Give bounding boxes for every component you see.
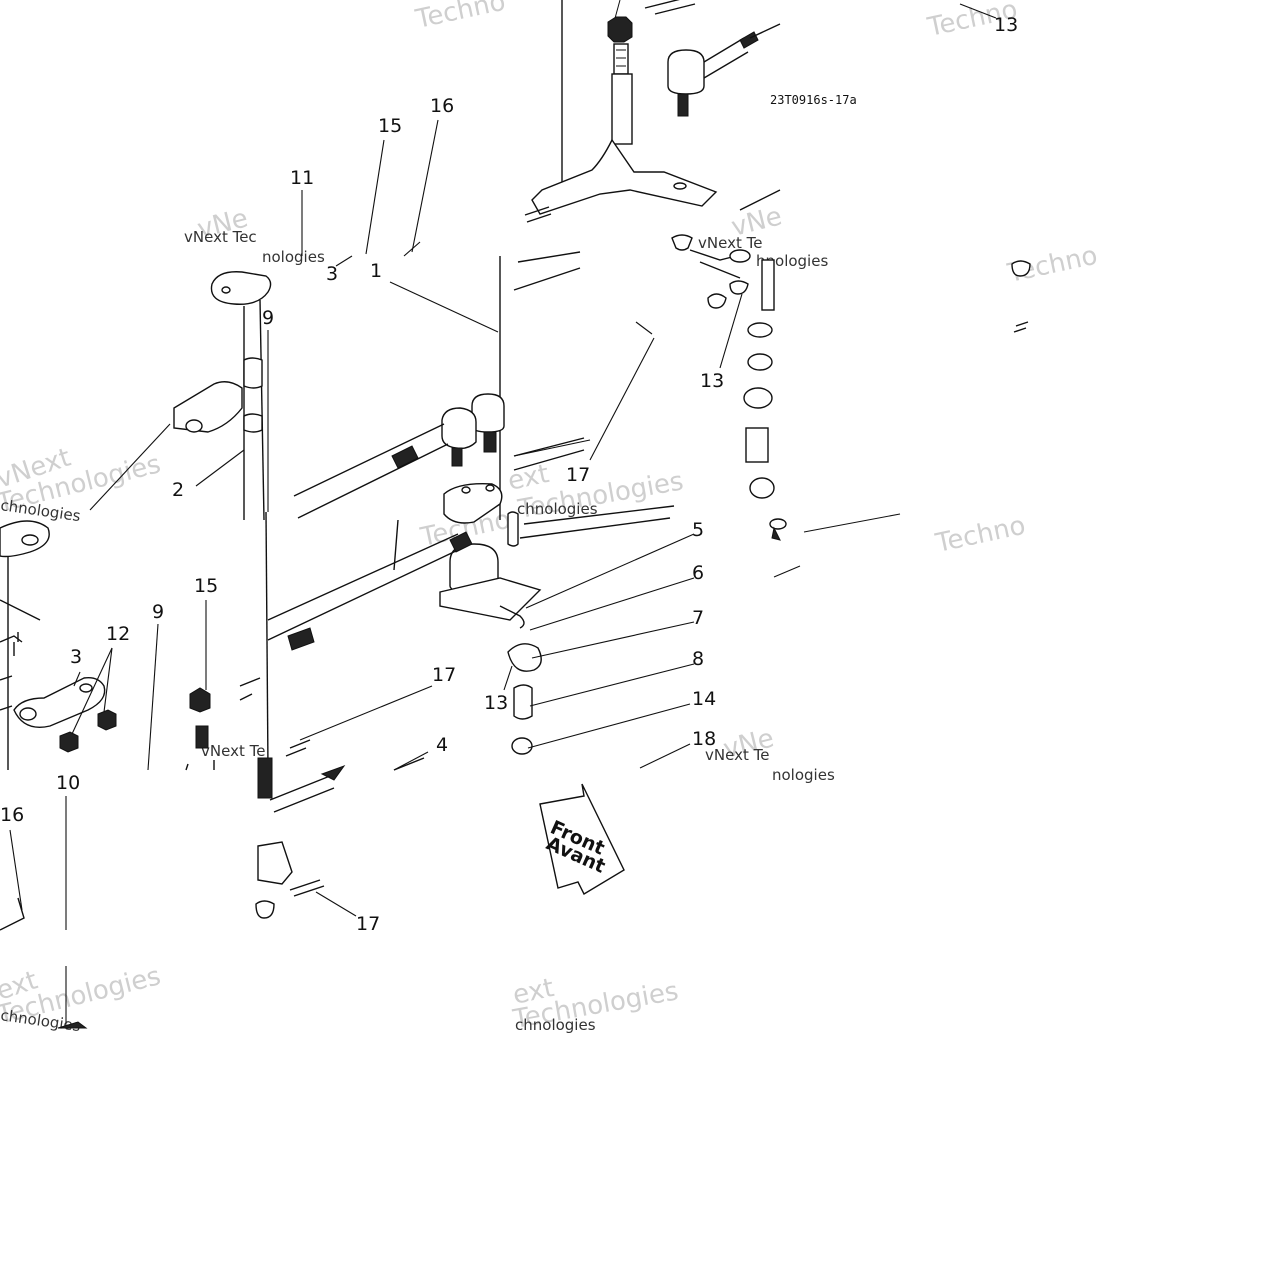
clamp-lower-left <box>0 676 346 931</box>
watermark-small: nologies <box>262 248 325 266</box>
callout-13-lower: 13 <box>484 692 508 714</box>
callout-11: 11 <box>290 167 314 189</box>
drawing-code: 23T0916s-17a <box>770 93 857 107</box>
callout-17-middle: 17 <box>432 664 456 686</box>
callout-15: 15 <box>378 115 402 137</box>
callout-6: 6 <box>692 562 704 584</box>
steering-arm-lower <box>239 483 542 771</box>
callout-17-lower: 17 <box>356 913 380 935</box>
callout-14: 14 <box>692 688 716 710</box>
watermark-small: chnologies <box>517 500 598 518</box>
callout-16-lower: 16 <box>0 804 24 826</box>
watermark-small: vNext Tec <box>184 228 257 246</box>
bushing-stack-upper <box>671 189 1031 578</box>
watermark-text: Techno <box>412 0 508 35</box>
callout-1: 1 <box>370 260 382 282</box>
watermark-text: Techno <box>932 511 1028 559</box>
watermark-small: vNext Te <box>698 234 762 252</box>
callout-4: 4 <box>436 734 448 756</box>
callout-3-lower: 3 <box>70 646 82 668</box>
watermark-small: vNext Te <box>705 746 769 764</box>
watermark-small: vNext Te <box>201 742 265 760</box>
callout-13: 13 <box>700 370 724 392</box>
watermark-layer: Techno Techno vNext Technologies Techno … <box>0 0 1100 1035</box>
callout-9: 9 <box>262 307 274 329</box>
callout-numbers: 1 2 3 3 4 5 6 7 8 9 9 10 11 12 13 13 13 … <box>0 14 1018 935</box>
callout-3: 3 <box>326 263 338 285</box>
callout-8: 8 <box>692 648 704 670</box>
callout-15-lower: 15 <box>194 575 218 597</box>
front-direction-arrow: Front Avant <box>539 783 625 895</box>
callout-16: 16 <box>430 95 454 117</box>
callout-17: 17 <box>566 464 590 486</box>
callout-9-lower: 9 <box>152 601 164 623</box>
watermark-small: chnologies <box>515 1016 596 1034</box>
watermark-small: nologies <box>772 766 835 784</box>
callout-10: 10 <box>56 772 80 794</box>
callout-5: 5 <box>692 519 704 541</box>
callout-7: 7 <box>692 607 704 629</box>
steering-column-left <box>0 271 272 770</box>
callout-18: 18 <box>692 728 716 750</box>
callout-12: 12 <box>106 623 130 645</box>
callout-13-top: 13 <box>994 14 1018 36</box>
spindle-top <box>524 0 781 223</box>
callout-2: 2 <box>172 479 184 501</box>
leader-lines <box>9 3 997 1029</box>
